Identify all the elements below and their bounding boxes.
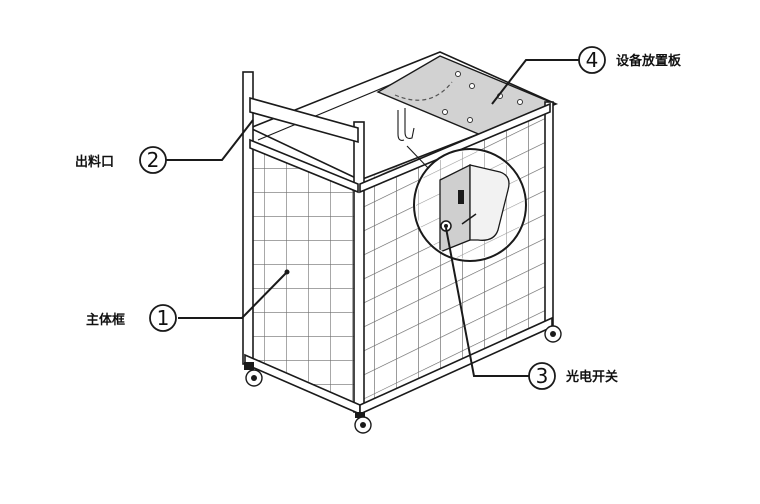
callout-outlet: 2 出料口 xyxy=(75,119,254,174)
device-plate xyxy=(376,55,557,139)
photoelectric-switch-magnifier xyxy=(406,145,527,262)
callout-label: 设备放置板 xyxy=(616,53,682,69)
wheel-icon xyxy=(354,412,372,434)
hanging-hook-icon xyxy=(397,108,415,141)
callout-label: 主体框 xyxy=(86,312,125,328)
outlet-handle-bar xyxy=(249,96,359,144)
callout-number: 4 xyxy=(586,48,599,72)
callout-device-plate: 4 设备放置板 xyxy=(491,46,682,105)
photoelectric-switch-icon xyxy=(439,163,510,253)
left-front-post xyxy=(242,71,254,365)
wheel-icon xyxy=(244,362,263,387)
callout-photoelectric-switch: 3 光电开关 xyxy=(445,227,618,390)
front-mesh-panel xyxy=(250,142,358,410)
callout-label: 出料口 xyxy=(75,154,114,170)
callout-number: 1 xyxy=(157,306,170,330)
callout-number: 3 xyxy=(536,364,549,388)
middle-front-post xyxy=(353,121,365,413)
top-front-rail xyxy=(249,138,359,194)
wheel-icon xyxy=(544,325,562,343)
callout-main-body: 1 主体框 xyxy=(86,269,290,332)
callout-number: 2 xyxy=(147,148,160,172)
top-right-rail xyxy=(359,102,551,194)
callout-label: 光电开关 xyxy=(565,369,618,385)
back-right-post xyxy=(544,101,554,329)
